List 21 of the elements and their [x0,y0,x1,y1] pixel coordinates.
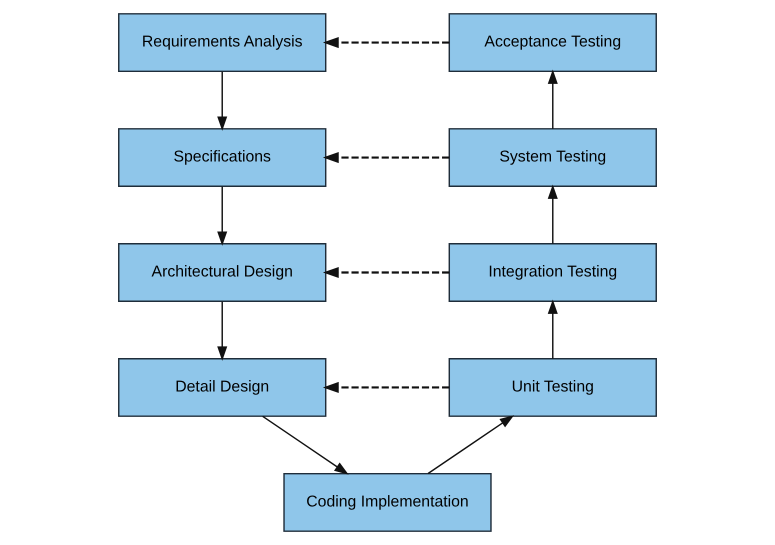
node-box: System Testing [448,128,657,187]
node-box: Integration Testing [448,243,657,302]
arrow [262,416,349,475]
arrow [428,415,514,474]
node-box: Coding Implementation [283,472,492,532]
arrow [217,72,228,131]
arrow [217,186,228,246]
node-box: Unit Testing [448,358,657,417]
node-box: Architectural Design [118,243,326,302]
arrow [548,70,558,129]
arrow [322,37,450,48]
node-box: Requirements Analysis [118,13,326,72]
arrow [548,299,558,359]
arrow [322,382,450,394]
node-box: Detail Design [118,358,326,417]
arrow [548,184,558,244]
node-box: Acceptance Testing [448,13,657,72]
arrow [217,302,228,361]
arrow [322,266,450,278]
node-box: Specifications [118,128,326,187]
arrow [322,152,450,164]
